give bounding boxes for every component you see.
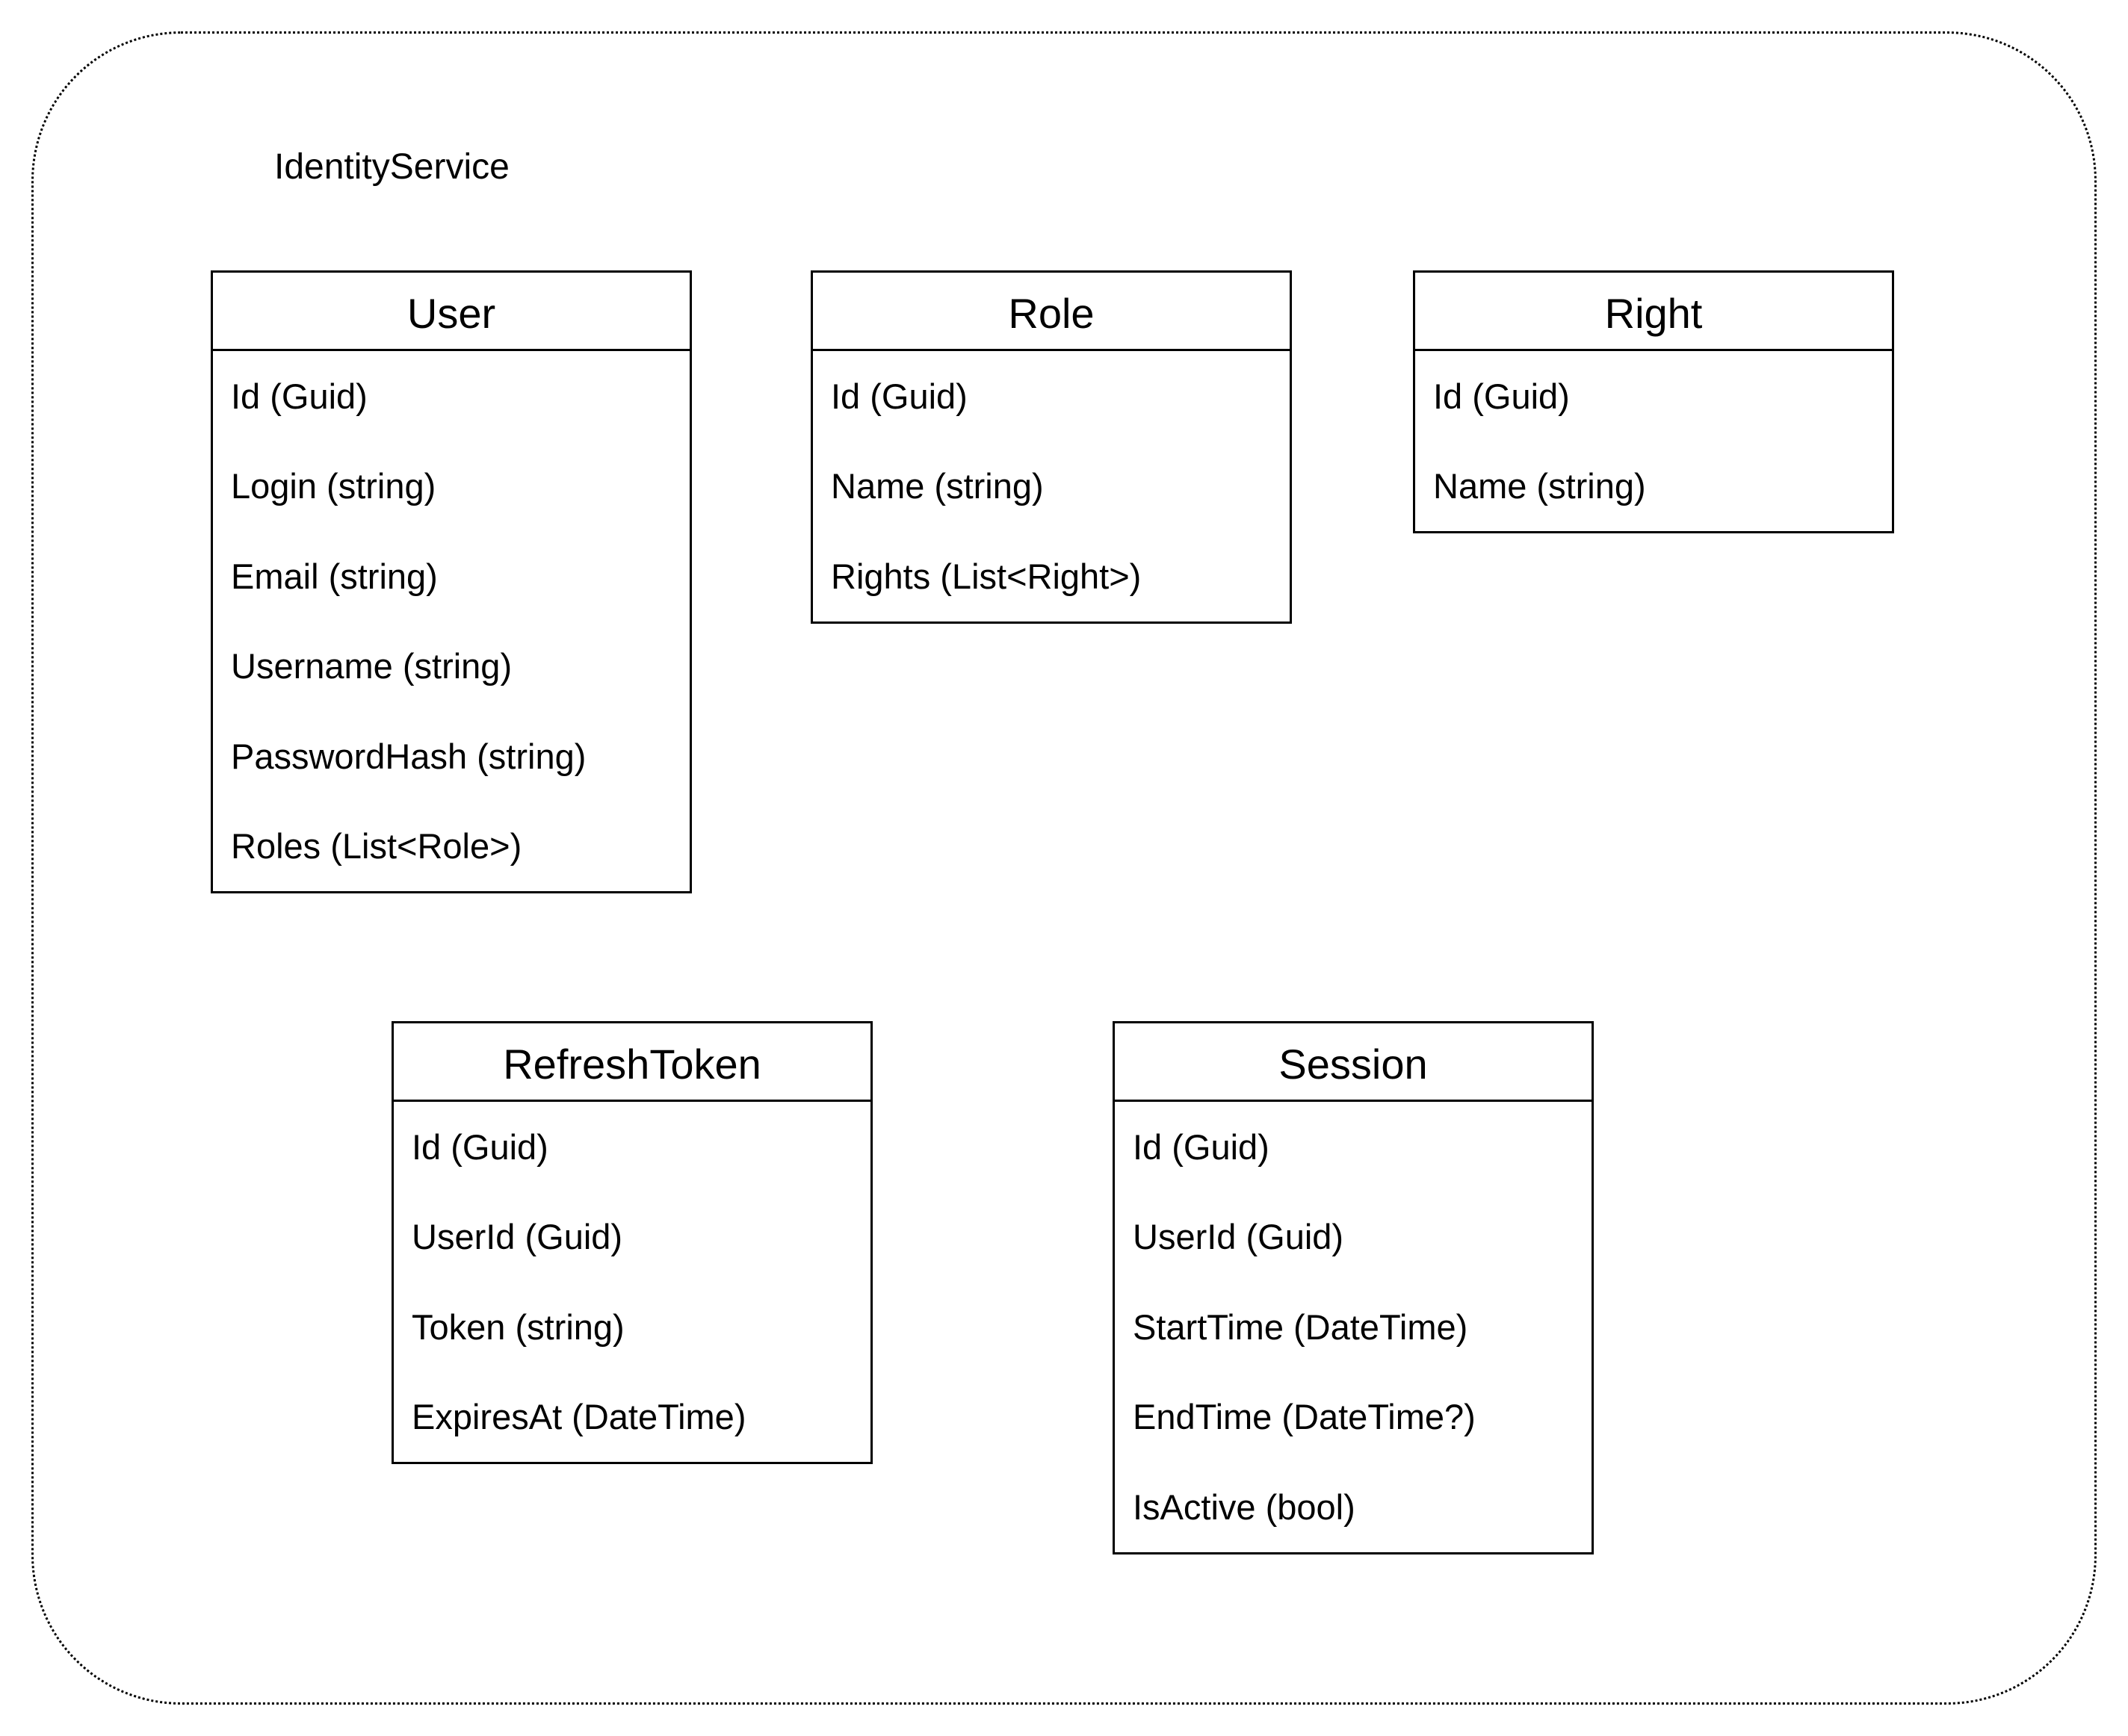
- entity-field-list: Id (Guid) Login (string) Email (string) Use…: [213, 351, 690, 891]
- entity-field-list: Id (Guid) UserId (Guid) Token (string) Expi…: [394, 1102, 870, 1462]
- identity-service-boundary: [31, 31, 2097, 1705]
- entity-field: Name (string): [831, 466, 1044, 506]
- entity-field: EndTime (DateTime?): [1133, 1397, 1476, 1437]
- entity-refreshtoken: RefreshToken Id (Guid) UserId (Guid) Token…: [392, 1021, 873, 1464]
- entity-field: Token (string): [412, 1306, 625, 1347]
- entity-field: ExpiresAt (DateTime): [412, 1397, 746, 1437]
- entity-field: Id (Guid): [1433, 376, 1570, 416]
- entity-title: User: [213, 273, 690, 351]
- entity-field: UserId (Guid): [1133, 1217, 1344, 1257]
- entity-right: Right Id (Guid) Name (string): [1413, 270, 1894, 533]
- entity-field: Id (Guid): [231, 376, 368, 416]
- entity-field: Roles (List<Role>): [231, 826, 522, 867]
- entity-field: Id (Guid): [412, 1126, 548, 1167]
- entity-field: UserId (Guid): [412, 1217, 623, 1257]
- entity-field: StartTime (DateTime): [1133, 1306, 1468, 1347]
- entity-user: User Id (Guid) Login (string) Email (strin…: [211, 270, 692, 893]
- entity-field: Username (string): [231, 646, 513, 686]
- entity-field-list: Id (Guid) UserId (Guid) StartTime (DateTim…: [1115, 1102, 1592, 1552]
- entity-field: Id (Guid): [831, 376, 968, 416]
- entity-title: RefreshToken: [394, 1023, 870, 1102]
- entity-session: Session Id (Guid) UserId (Guid) StartTime …: [1113, 1021, 1594, 1554]
- identity-service-label: IdentityService: [274, 147, 510, 187]
- entity-field-list: Id (Guid) Name (string): [1415, 351, 1892, 531]
- entity-field: PasswordHash (string): [231, 736, 587, 776]
- entity-field: Login (string): [231, 466, 436, 506]
- entity-role: Role Id (Guid) Name (string) Rights (List<…: [811, 270, 1292, 624]
- entity-field-list: Id (Guid) Name (string) Rights (List<Right…: [813, 351, 1290, 621]
- entity-field: Id (Guid): [1133, 1126, 1269, 1167]
- entity-field: Name (string): [1433, 466, 1646, 506]
- entity-field: IsActive (bool): [1133, 1487, 1355, 1527]
- entity-field: Rights (List<Right>): [831, 556, 1142, 596]
- entity-title: Role: [813, 273, 1290, 351]
- entity-title: Right: [1415, 273, 1892, 351]
- entity-title: Session: [1115, 1023, 1592, 1102]
- entity-field: Email (string): [231, 556, 438, 596]
